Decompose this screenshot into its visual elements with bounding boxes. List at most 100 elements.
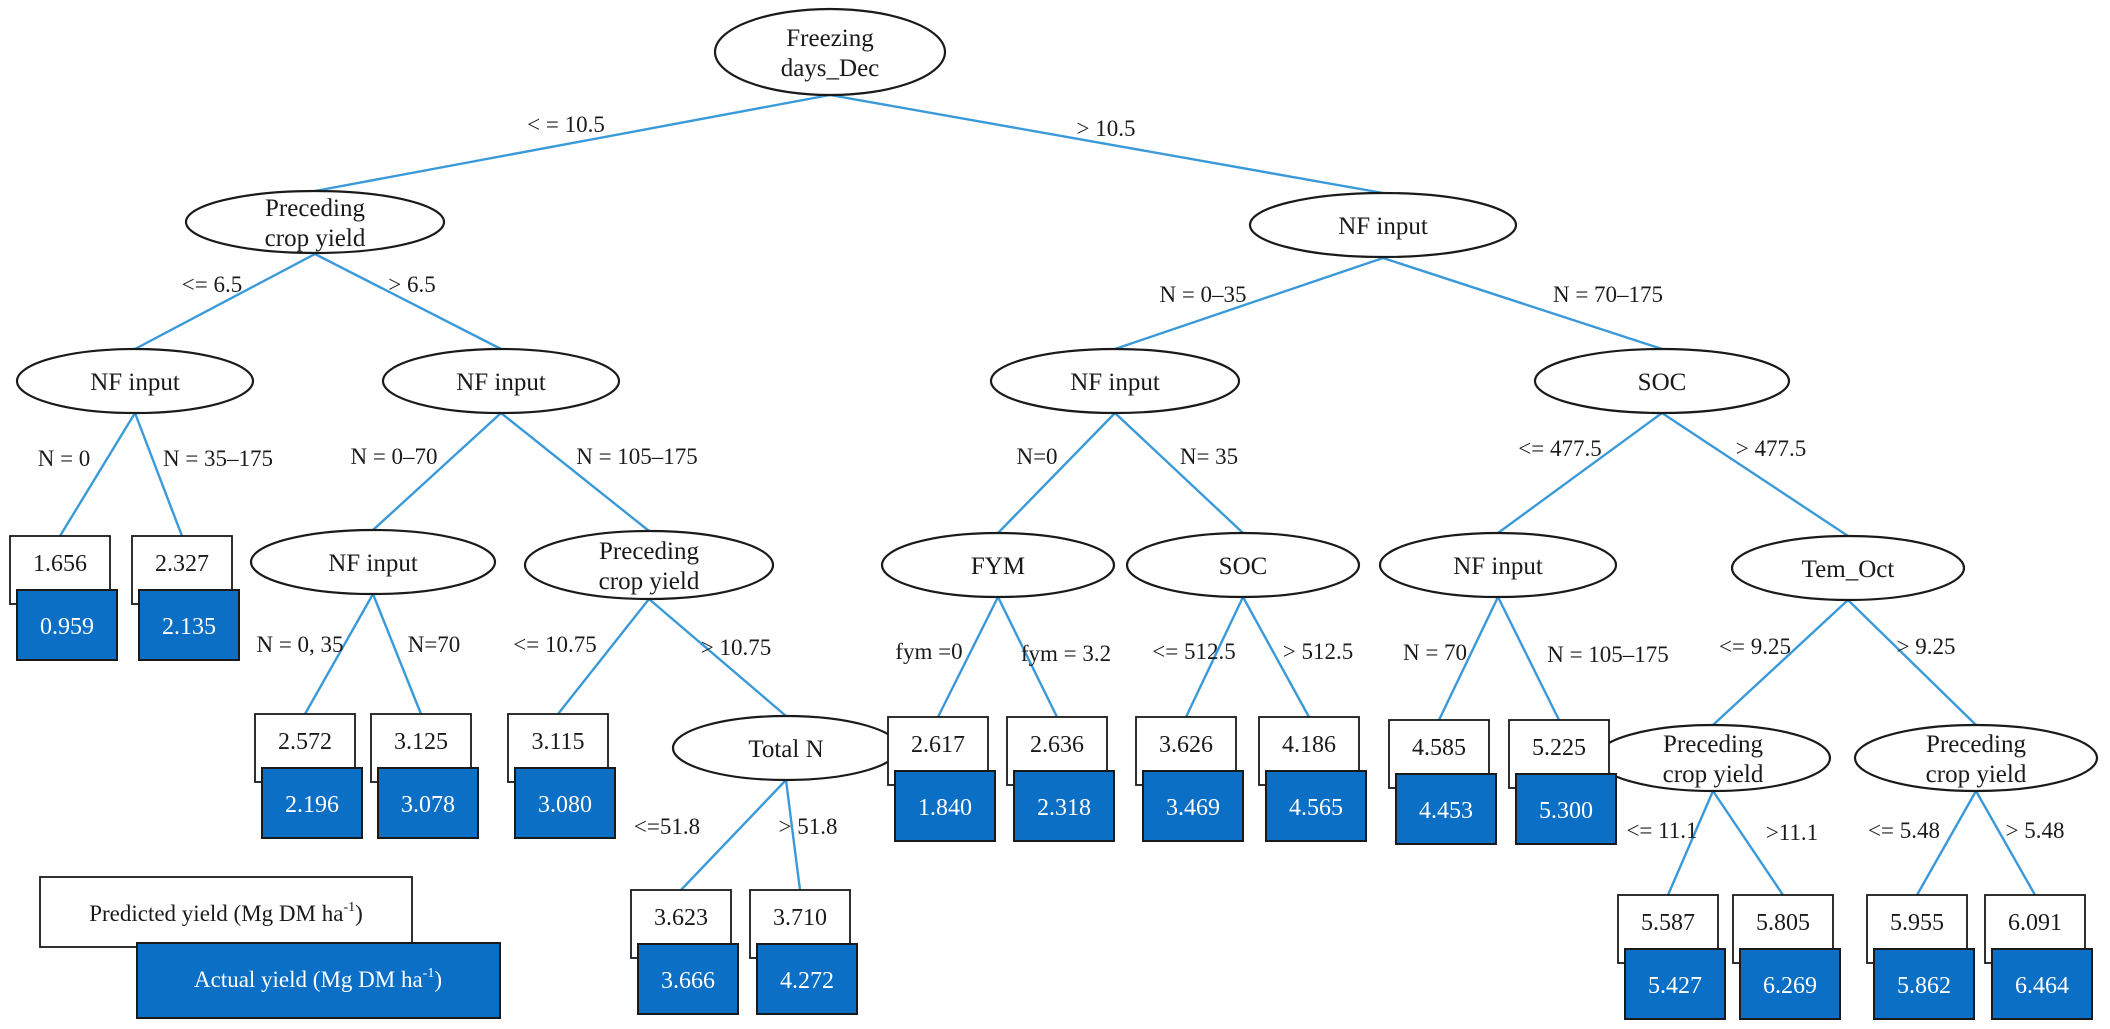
edge-LRRR-leaf6 (680, 779, 787, 891)
node-ellipse (1533, 347, 1791, 415)
node-label: crop yield (1926, 761, 2027, 788)
edge-LRR-leaf5 (557, 598, 650, 715)
actual-value: 1.840 (918, 795, 972, 821)
edge-RRRR-leaf17 (1974, 790, 2037, 896)
edge-label: fym =0 (895, 639, 962, 664)
edge-RR-RRR (1661, 411, 1849, 538)
edge-label: > 5.48 (2006, 818, 2065, 843)
predicted-value: 3.623 (654, 905, 708, 931)
node-label: days_Dec (781, 55, 880, 82)
edge-label: N= 35 (1180, 444, 1238, 469)
actual-box (1624, 948, 1726, 1020)
edge-LL-leaf1 (58, 412, 137, 537)
edge-label: >11.1 (1766, 820, 1818, 845)
node-label: Freezing (786, 25, 874, 52)
node-ellipse (184, 189, 446, 255)
edge-LR-LRR (500, 412, 650, 532)
node-label: crop yield (1663, 761, 1764, 788)
node-label: Tem_Oct (1802, 556, 1895, 583)
edge-label: N = 0, 35 (256, 632, 343, 657)
edge-RL-RLL (997, 412, 1116, 534)
actual-value: 2.135 (162, 614, 216, 640)
node-ellipse (523, 529, 775, 601)
edge-label: N = 70–175 (1553, 282, 1663, 307)
edge-RLR-leaf10 (1184, 596, 1245, 718)
predicted-value: 2.327 (155, 551, 209, 577)
actual-value: 4.272 (780, 968, 834, 994)
edge-LR-LRL (372, 412, 502, 531)
edge-label: N = 105–175 (1547, 642, 1669, 667)
edge-RRL-leaf13 (1496, 596, 1561, 721)
actual-value: 3.078 (401, 792, 455, 818)
node-label: NF input (90, 369, 180, 396)
edge-label: N=70 (408, 632, 461, 657)
actual-value: 0.959 (40, 614, 94, 640)
edge-RRR-RRRL (1712, 599, 1849, 726)
edge-R-RR (1382, 256, 1663, 351)
node-label: NF input (1070, 369, 1160, 396)
edge-label: N = 0–70 (350, 444, 437, 469)
node-ellipse (249, 528, 497, 596)
node-ellipse (1248, 191, 1518, 259)
legend-predicted-label: Predicted yield (Mg DM ha-1) (89, 900, 363, 926)
node-ellipse (1125, 531, 1361, 599)
edge-LL-leaf2 (133, 412, 184, 537)
actual-box (637, 943, 739, 1015)
edge-label: > 51.8 (779, 814, 838, 839)
node-ellipse (989, 347, 1241, 415)
predicted-value: 2.572 (278, 729, 332, 755)
actual-box (894, 770, 996, 842)
legend: Predicted yield (Mg DM ha-1) Actual yiel… (39, 876, 501, 1019)
decision-node: NF input (1248, 191, 1518, 259)
predicted-value: 2.636 (1030, 732, 1084, 758)
edge-root-R (829, 93, 1384, 195)
predicted-value: 3.115 (531, 729, 584, 755)
node-ellipse (1378, 531, 1618, 599)
edge-label: <= 11.1 (1626, 818, 1697, 843)
node-ellipse (880, 531, 1116, 599)
decision-node: NF input (15, 347, 255, 415)
edge-label: > 10.5 (1077, 116, 1136, 141)
edge-RL-RLR (1114, 412, 1244, 534)
edge-label: N = 70 (1403, 640, 1467, 665)
actual-value: 2.318 (1037, 795, 1091, 821)
decision-node: NF input (989, 347, 1241, 415)
node-ellipse (381, 347, 621, 415)
edge-RRR-RRRR (1847, 599, 1977, 726)
decision-node: Total N (671, 714, 901, 782)
predicted-value: 4.186 (1282, 732, 1336, 758)
edge-label: > 477.5 (1736, 436, 1806, 461)
node-label: NF input (1338, 213, 1428, 240)
edge-L-LR (314, 252, 502, 351)
leaf-node: 2.636 2.318 (1006, 716, 1115, 842)
edge-label: <= 5.48 (1868, 818, 1940, 843)
actual-box (1991, 948, 2093, 1020)
node-label: NF input (328, 550, 418, 577)
leaf-node: 2.572 2.196 (254, 713, 363, 839)
predicted-value: 5.225 (1532, 735, 1586, 761)
edge-L-LL (134, 252, 316, 351)
predicted-value: 5.587 (1641, 910, 1695, 936)
edge-label: > 6.5 (388, 272, 435, 297)
actual-box (756, 943, 858, 1015)
edge-LRL-leaf4 (371, 593, 423, 715)
node-label: SOC (1219, 553, 1268, 580)
actual-box (514, 767, 616, 839)
actual-value: 2.196 (285, 792, 339, 818)
edge-RRRL-leaf15 (1712, 790, 1784, 896)
edge-RRRL-leaf14 (1666, 790, 1715, 896)
edge-label: N = 0–35 (1159, 282, 1246, 307)
edge-label: fym = 3.2 (1021, 641, 1111, 666)
predicted-value: 3.626 (1159, 732, 1213, 758)
